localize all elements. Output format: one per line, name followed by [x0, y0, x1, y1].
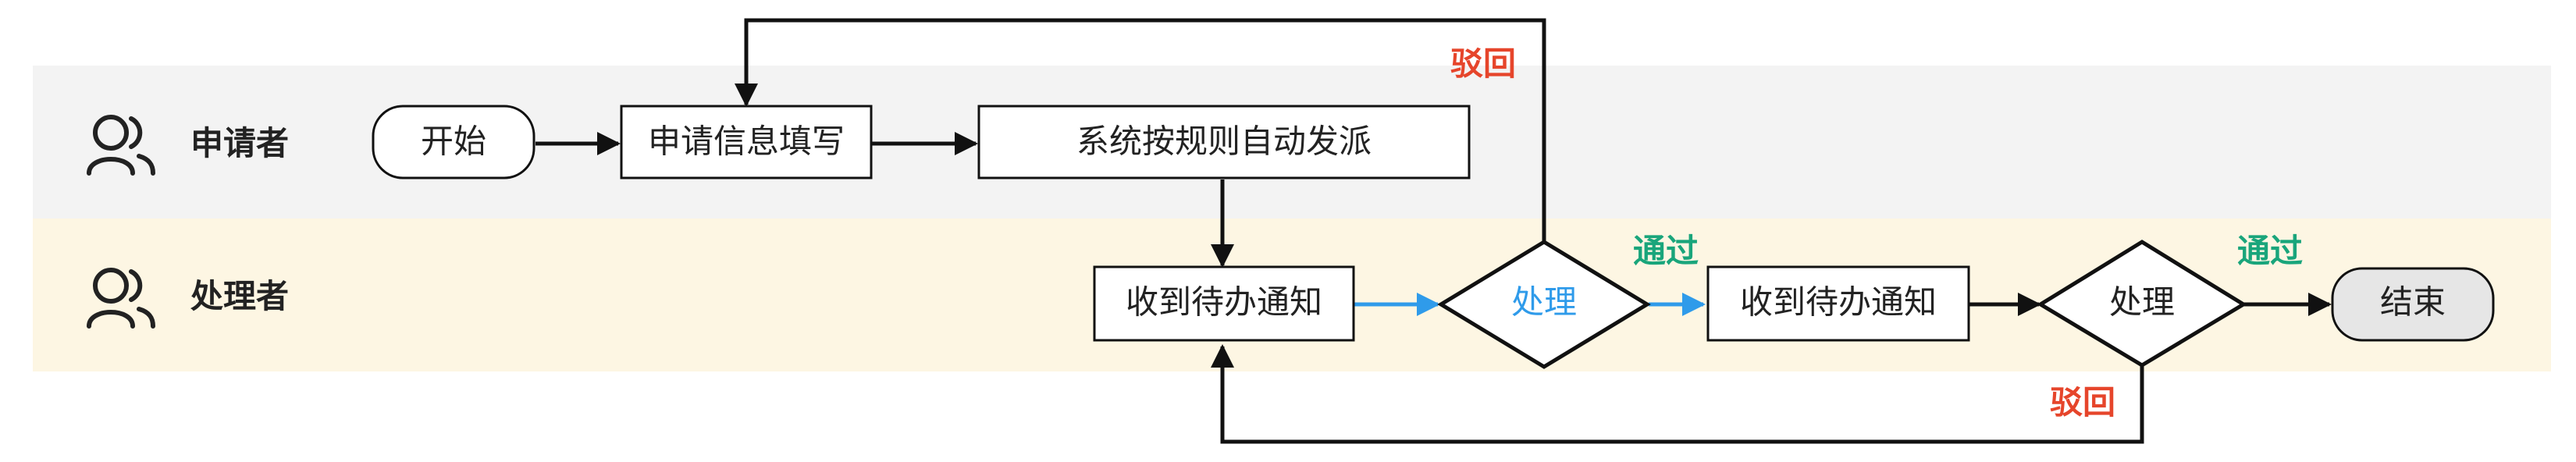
end-node-label: 结束	[2380, 283, 2446, 322]
decision-node-1-label: 处理	[1511, 283, 1577, 322]
decision-node-2	[2037, 240, 2247, 368]
users-icon	[87, 115, 155, 176]
fill-form-node-label: 申请信息填写	[648, 123, 845, 161]
auto-dispatch-node-label: 系统按规则自动发派	[1076, 123, 1372, 161]
edge-reject1-loop	[735, 18, 1546, 242]
todo-node-2	[1706, 265, 1970, 342]
pass-label-2: 通过	[2237, 232, 2303, 270]
reject-label-2: 驳回	[2050, 383, 2115, 421]
start-node	[372, 105, 535, 179]
end-node	[2331, 267, 2495, 342]
pass-label-1: 通过	[1633, 232, 1699, 270]
decision-node-2-label: 处理	[2109, 283, 2175, 322]
lane-label-applicant: 申请者	[190, 124, 289, 162]
users-icon	[87, 268, 155, 329]
start-node-label: 开始	[421, 123, 486, 161]
todo-node-1	[1093, 265, 1355, 342]
auto-dispatch-node	[977, 105, 1471, 179]
edge-reject2-loop	[1211, 344, 2144, 444]
lane-label-handler: 处理者	[190, 277, 289, 315]
reject-label-1: 驳回	[1450, 44, 1516, 83]
todo-node-1-label: 收到待办通知	[1126, 283, 1322, 322]
todo-node-2-label: 收到待办通知	[1740, 283, 1937, 322]
decision-node-1	[1437, 240, 1651, 369]
fill-form-node	[620, 105, 873, 179]
